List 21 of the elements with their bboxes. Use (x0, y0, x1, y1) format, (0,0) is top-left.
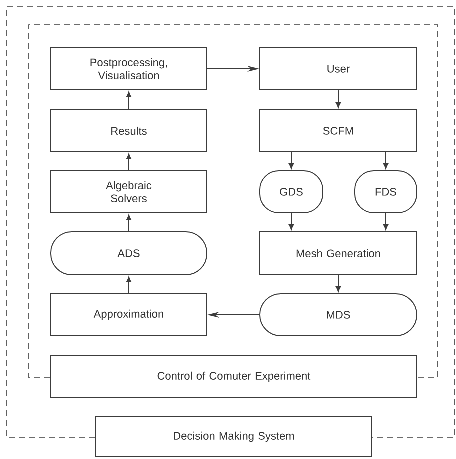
arrow (126, 92, 132, 110)
process-box: SCFM (260, 110, 418, 152)
control-box: Control of Comuter Experiment (50, 356, 418, 398)
process-box: Algebraic Solvers (50, 170, 208, 214)
process-box: User (260, 48, 418, 90)
process-box: Mesh Generation (260, 232, 418, 276)
arrow (336, 90, 342, 108)
data-terminal: MDS (260, 294, 418, 336)
arrow (383, 213, 389, 230)
arrow (126, 276, 132, 294)
process-box: Postprocessing, Visualisation (50, 48, 208, 90)
process-box: Approximation (50, 294, 208, 336)
decision-box: Decision Making System (96, 416, 372, 458)
arrow (288, 213, 294, 230)
arrow (126, 214, 132, 232)
process-box: Results (50, 110, 208, 152)
data-terminal: ADS (50, 232, 208, 276)
arrow (126, 154, 132, 171)
arrow (336, 275, 342, 292)
arrow (383, 152, 389, 170)
arrow (288, 152, 294, 170)
